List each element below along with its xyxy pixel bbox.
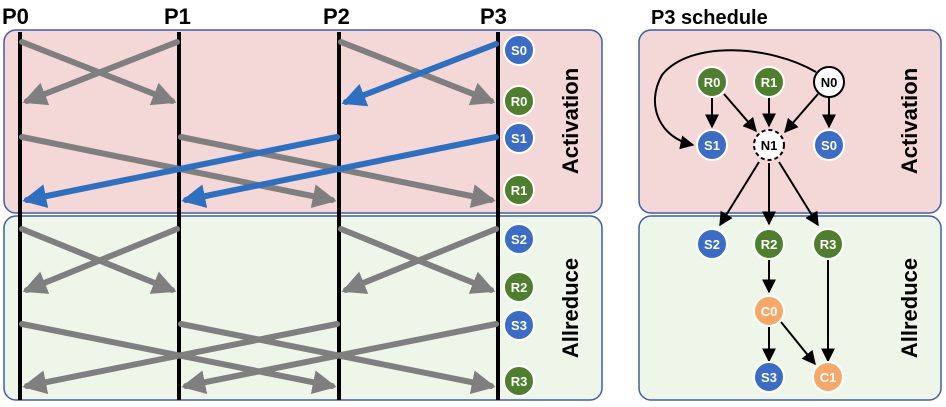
- phase-label-activation-right: Activation: [897, 68, 922, 174]
- schedule-node-c1: C1: [812, 361, 844, 393]
- schedule-node-r0: R0: [696, 66, 728, 98]
- recv-node: [503, 85, 535, 117]
- timeline-node-r2: R2: [503, 271, 535, 303]
- phase-label-allreduce-left: Allreduce: [558, 258, 583, 358]
- schedule-edges: [653, 49, 836, 366]
- timeline-node-s1: S1: [503, 122, 535, 154]
- node-label: R1: [511, 183, 528, 198]
- schedule-node-s2: S2: [696, 228, 728, 260]
- send-node: [813, 129, 845, 161]
- node-label: S3: [761, 370, 777, 385]
- schedule-node-n0: N0: [813, 66, 845, 98]
- node-label: S3: [511, 318, 527, 333]
- phase-label-activation-left: Activation: [558, 68, 583, 174]
- node-label: S0: [511, 43, 527, 58]
- node-label: S1: [704, 138, 720, 153]
- edge-n0-s1: [653, 49, 817, 150]
- gray-arrow: [22, 226, 180, 294]
- blue-arrows: [22, 41, 499, 208]
- timeline-node-s3: S3: [503, 309, 535, 341]
- recv-node: [753, 66, 785, 98]
- node-label: S1: [511, 131, 527, 146]
- send-node: [503, 34, 535, 66]
- send-node: [503, 223, 535, 255]
- timeline-node-r3: R3: [503, 365, 535, 397]
- edge-n1-r3: [778, 161, 819, 227]
- timeline-node-s2: S2: [503, 223, 535, 255]
- recv-node: [503, 365, 535, 397]
- node-label: S2: [704, 237, 720, 252]
- gray-arrow: [341, 226, 499, 294]
- allreduce-panel-right: [638, 215, 942, 401]
- schedule-title: P3 schedule: [651, 7, 768, 29]
- schedule-node-r3: R3: [812, 228, 844, 260]
- gray-arrow: [22, 321, 340, 395]
- activation-panel-right: [638, 29, 942, 214]
- sync-node-dashed: [753, 129, 785, 161]
- recv-node: [753, 228, 785, 260]
- compute-node: [753, 295, 785, 327]
- node-label: N1: [761, 138, 778, 153]
- timeline-node-s0: S0: [503, 34, 535, 66]
- schedule-node-s1: S1: [696, 129, 728, 161]
- schedule-node-r2: R2: [753, 228, 785, 260]
- compute-node: [812, 361, 844, 393]
- process-label-p1: P1: [164, 4, 191, 29]
- process-label-p3: P3: [480, 4, 507, 29]
- schedule-node-r1: R1: [753, 66, 785, 98]
- schedule-node-n1: N1: [753, 129, 785, 161]
- gray-arrow: [181, 321, 499, 395]
- send-node: [696, 129, 728, 161]
- recv-node: [503, 271, 535, 303]
- recv-node: [812, 228, 844, 260]
- edge-n0-n1: [784, 93, 819, 134]
- node-label: R0: [704, 75, 721, 90]
- node-label: R2: [511, 280, 528, 295]
- send-node: [503, 309, 535, 341]
- phase-label-allreduce-right: Allreduce: [897, 258, 922, 358]
- process-label-p0: P0: [2, 4, 29, 29]
- blue-arrow: [22, 134, 340, 208]
- send-node: [753, 361, 785, 393]
- activation-panel-left: [3, 29, 603, 214]
- node-label: R2: [761, 237, 778, 252]
- timeline-node-r1: R1: [503, 174, 535, 206]
- edge-n1-s2: [719, 161, 760, 227]
- blue-arrow: [341, 41, 499, 107]
- send-node: [696, 228, 728, 260]
- timeline-node-r0: R0: [503, 85, 535, 117]
- allreduce-panel-left: [3, 215, 603, 401]
- gray-arrow: [22, 39, 180, 106]
- node-label: S0: [821, 138, 837, 153]
- node-label: S2: [511, 232, 527, 247]
- schedule-node-c0: C0: [753, 295, 785, 327]
- node-label: N0: [821, 75, 838, 90]
- recv-node: [696, 66, 728, 98]
- edge-c0-c1: [780, 321, 816, 366]
- blue-arrow: [181, 134, 499, 208]
- node-label: R0: [511, 94, 528, 109]
- node-label: R3: [511, 374, 528, 389]
- edge-r0-n1: [723, 93, 757, 133]
- recv-node: [503, 174, 535, 206]
- node-label: R1: [761, 75, 778, 90]
- schedule-node-s0: S0: [813, 129, 845, 161]
- gray-arrow: [338, 39, 496, 106]
- node-label: C0: [761, 304, 778, 319]
- sync-node: [813, 66, 845, 98]
- process-label-p2: P2: [323, 4, 350, 29]
- schedule-node-s3: S3: [753, 361, 785, 393]
- node-label: R3: [820, 237, 837, 252]
- send-node: [503, 122, 535, 154]
- node-label: C1: [820, 370, 837, 385]
